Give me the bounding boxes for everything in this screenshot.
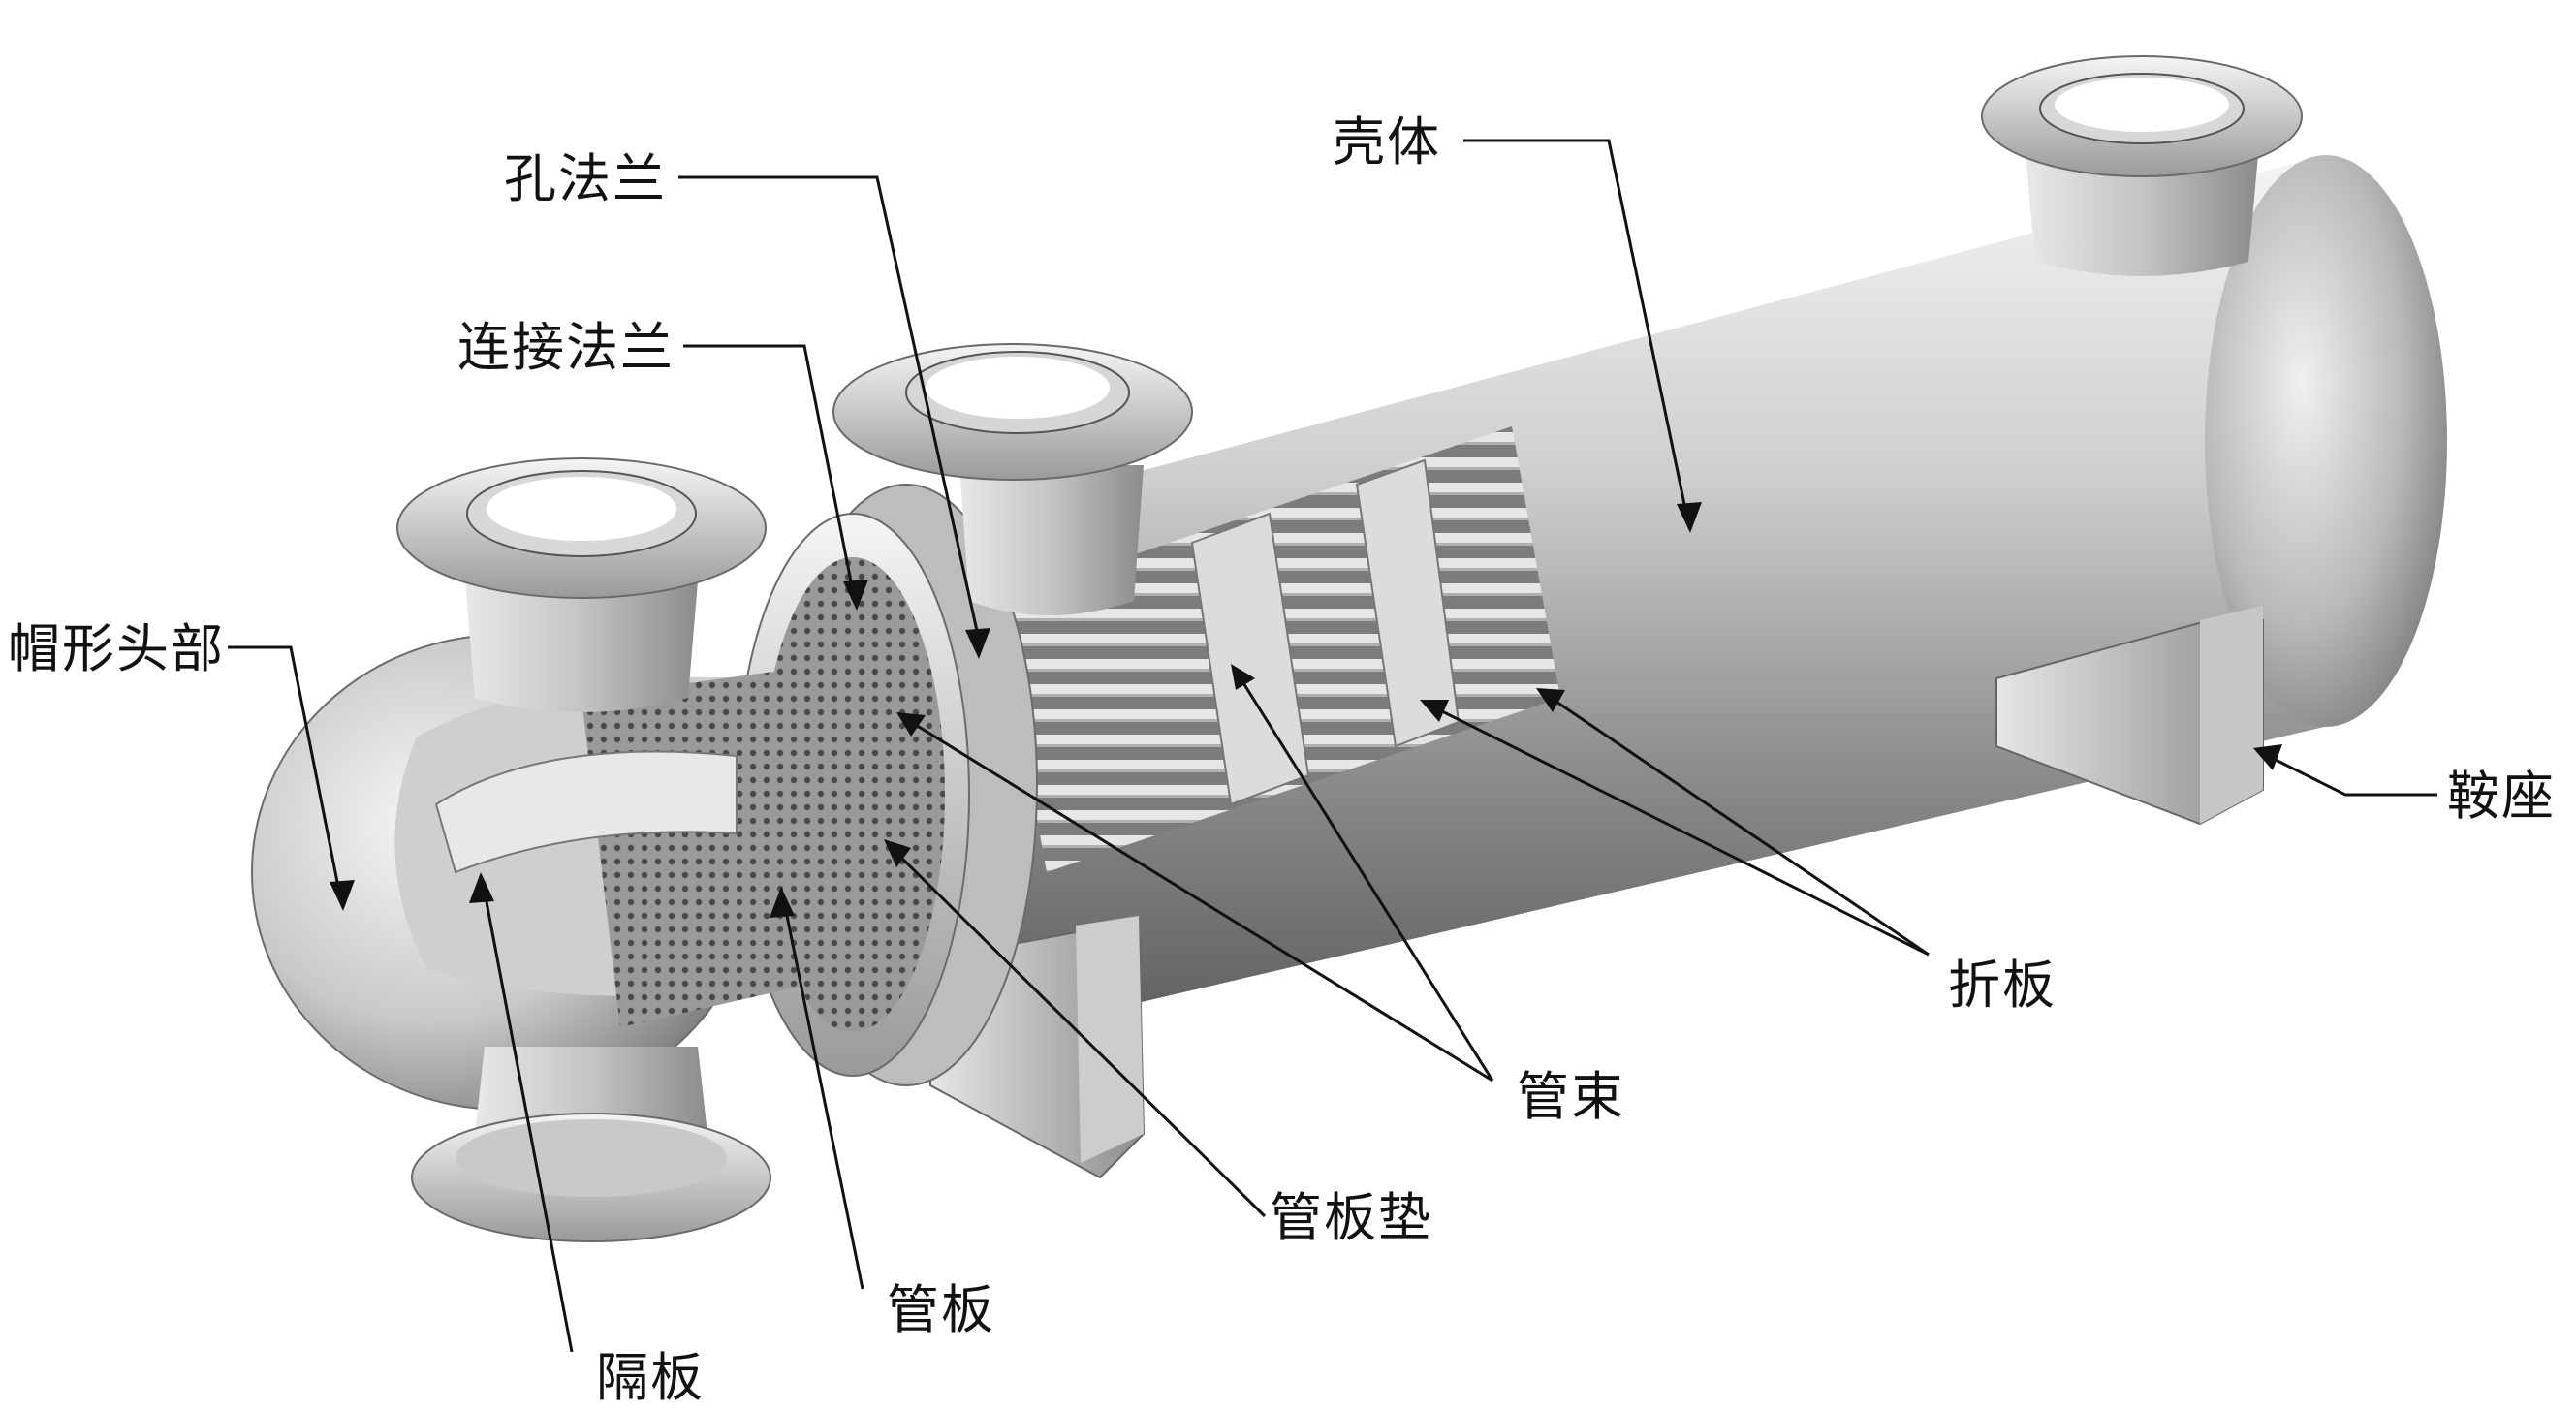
shell-outlet-nozzle xyxy=(1981,55,2303,276)
channel-outlet-nozzle xyxy=(411,1047,771,1242)
label-connecting-flange: 连接法兰 xyxy=(457,317,675,378)
channel-inlet-nozzle xyxy=(396,457,767,712)
bonnet-head xyxy=(251,634,833,1111)
label-flange-hole: 孔法兰 xyxy=(504,148,667,209)
label-tubesheet: 管板 xyxy=(887,1279,995,1340)
baffle-plate xyxy=(1355,458,1461,748)
pass-partition xyxy=(434,750,738,874)
label-pass-partition: 隔板 xyxy=(596,1347,705,1408)
label-shell: 壳体 xyxy=(1333,111,1441,173)
shell xyxy=(872,155,2447,1047)
label-saddle: 鞍座 xyxy=(2447,766,2556,827)
label-tubesheet-gasket: 管板垫 xyxy=(1270,1187,1432,1248)
saddle-support-right xyxy=(1995,606,2264,826)
label-tube-bundle: 管束 xyxy=(1517,1066,1625,1127)
shell-inlet-nozzle xyxy=(832,343,1193,615)
label-baffle: 折板 xyxy=(1948,955,2057,1016)
leader-lines xyxy=(228,139,2437,1353)
label-bonnet-head: 帽形头部 xyxy=(8,618,225,679)
baffle-plate xyxy=(1190,512,1310,806)
